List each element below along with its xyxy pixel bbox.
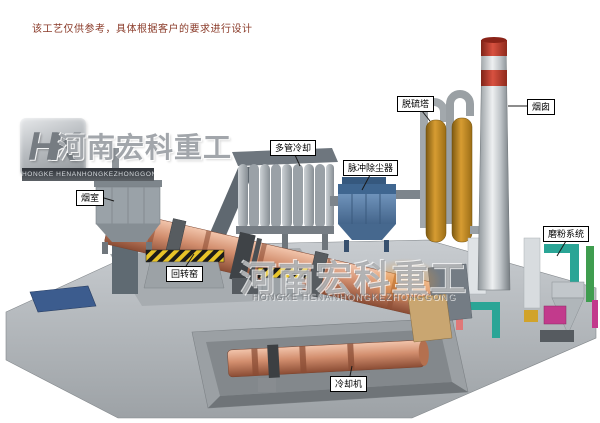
logo-company-name: 河南宏科重工	[58, 132, 233, 163]
smoke-chamber	[94, 148, 162, 254]
blue-pad	[29, 285, 97, 313]
label-cooling-machine: 冷却机	[330, 376, 368, 392]
disclaimer-text: 该工艺仅供参考，具体根据客户的要求进行设计	[32, 24, 253, 35]
cooler-support	[258, 378, 276, 392]
label-desulfurization-tower: 脱硫塔	[397, 96, 435, 112]
leader-lines	[103, 105, 567, 377]
watermark-latin-name: HONGKE HENANHONGKEZHONGGONG	[252, 292, 457, 302]
watermark-stamp-blob	[368, 258, 442, 304]
label-chimney: 烟囱	[527, 99, 556, 115]
chimney	[477, 37, 511, 291]
logo-latin-name: HONGKE HENANHONGKEZHONGGONG	[22, 168, 154, 181]
pulse-dust-collector	[330, 177, 430, 252]
label-pulse-dust-collector: 脉冲除尘器	[343, 160, 399, 176]
company-logo: HK	[20, 118, 86, 176]
label-smoke-chamber: 烟室	[76, 190, 105, 206]
cooling-machine	[227, 339, 429, 378]
watermark-company-name: 河南宏科重工	[240, 258, 469, 299]
kiln-piers	[143, 249, 309, 297]
label-grinding-system: 磨粉系统	[543, 226, 590, 242]
label-multi-tube-cooler: 多管冷却	[270, 140, 317, 156]
label-rotary-kiln: 回转窑	[166, 266, 204, 282]
logo-hk-mark: HK	[28, 124, 79, 169]
